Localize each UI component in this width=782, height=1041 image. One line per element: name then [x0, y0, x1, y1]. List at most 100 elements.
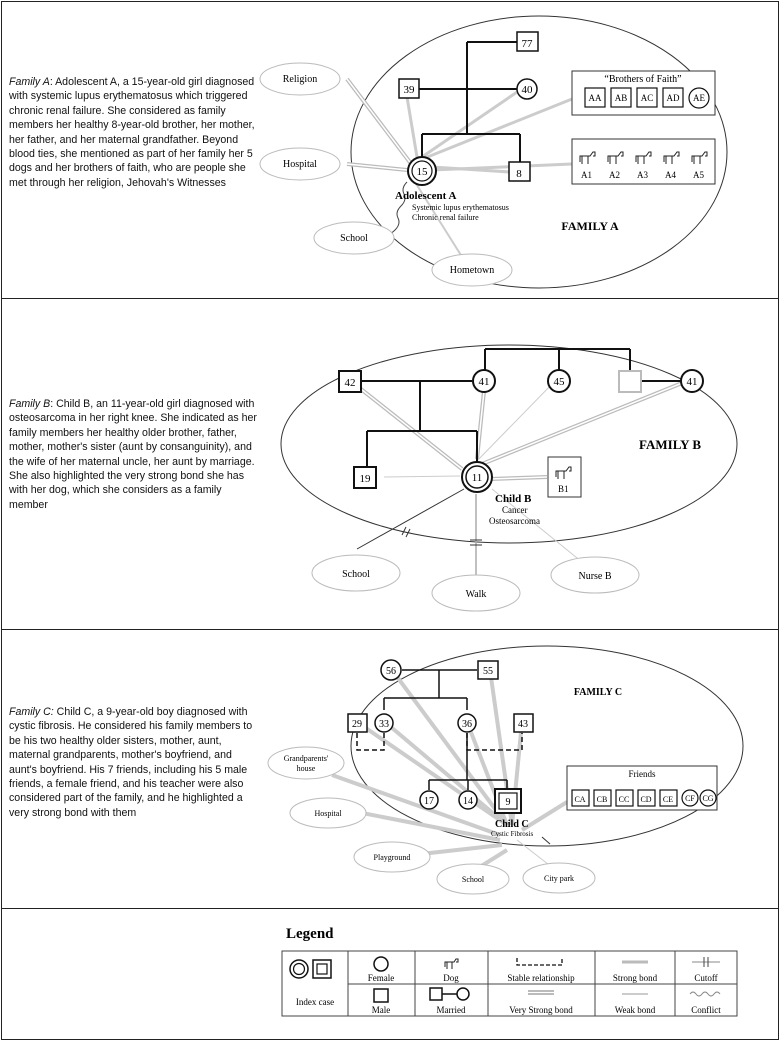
- legend-table: Legend Index case Female Male Dog Marrie…: [281, 926, 738, 1017]
- mother-symbol: [472, 369, 496, 393]
- place-city-park-label: City park: [544, 874, 574, 883]
- legend-very-strong: Very Strong bond: [509, 1005, 573, 1015]
- grandmother-age: 56: [386, 666, 396, 677]
- index-case-age: 11: [472, 472, 483, 484]
- aunt-age: 36: [462, 719, 472, 730]
- index-case-age: 9: [506, 797, 511, 808]
- place-playground: [353, 841, 431, 873]
- index-case-name: Child C: [495, 819, 529, 830]
- brother-of-faith-ad: AD: [667, 93, 680, 103]
- index-case-dx2: Chronic renal failure: [412, 213, 479, 222]
- friend-ca: CA: [574, 795, 585, 804]
- friend-cf: CF: [685, 794, 695, 803]
- family-c-panel: Family C: Child C, a 9-year-old boy diag…: [1, 629, 779, 909]
- family-b-title: FAMILY B: [639, 437, 701, 452]
- brother-of-faith-ae: AE: [693, 93, 705, 103]
- dog-a5: A5: [693, 170, 704, 180]
- family-b-ecomap: 42 41 45 41 19 11 Child B Cancer Osteosa…: [280, 344, 738, 612]
- place-walk: [431, 574, 521, 612]
- place-hometown: [431, 253, 513, 287]
- aunts-boyfriend-symbol: [513, 713, 534, 733]
- dog-icon: [579, 151, 708, 164]
- grandmother-symbol: [380, 659, 402, 681]
- index-case-dx1: Systemic lupus erythematosus: [412, 203, 509, 212]
- grandfather-symbol: [516, 31, 539, 52]
- aunt-symbol: [457, 713, 477, 733]
- aunt-symbol: [547, 369, 571, 393]
- legend-female: Female: [368, 973, 395, 983]
- family-a-text: : Adolescent A, a 15-year-old girl diagn…: [9, 76, 255, 189]
- place-religion: [259, 62, 341, 96]
- brother-age: 19: [360, 473, 372, 485]
- brother-age: 8: [516, 168, 522, 180]
- dog-icon: [555, 466, 572, 479]
- legend-married: Married: [437, 1005, 466, 1015]
- friend-cb: CB: [597, 795, 608, 804]
- place-grandparents-label: Grandparents': [284, 754, 329, 763]
- family-a-panel: Family A: Adolescent A, a 15-year-old gi…: [1, 1, 779, 299]
- family-b-description: Family B: Child B, an 11-year-old girl d…: [9, 397, 259, 512]
- place-school: [311, 554, 401, 592]
- friend-ce: CE: [663, 795, 673, 804]
- mothers-boyfriend-age: 29: [352, 719, 362, 730]
- brother-symbol: [353, 466, 377, 489]
- legend-stable: Stable relationship: [507, 973, 575, 983]
- legend-dog-icon: [444, 958, 459, 969]
- place-playground-label: Playground: [374, 853, 411, 862]
- aunts-boyfriend-age: 43: [518, 719, 528, 730]
- place-city-park: [522, 862, 596, 894]
- brother-of-faith-aa: AA: [589, 93, 602, 103]
- friend-cg: CG: [702, 794, 713, 803]
- place-school: [436, 863, 510, 895]
- mother-age: 41: [479, 376, 490, 388]
- sister2-age: 14: [463, 796, 473, 807]
- place-hometown-label: Hometown: [450, 265, 494, 276]
- dog-a2: A2: [609, 170, 620, 180]
- index-case-age: 15: [417, 166, 429, 178]
- mothers-boyfriend-symbol: [347, 713, 368, 733]
- brother-of-faith-ac: AC: [641, 93, 654, 103]
- legend-dog: Dog: [443, 973, 459, 983]
- dog-a4: A4: [665, 170, 676, 180]
- dog-box: [547, 456, 582, 498]
- legend-conflict: Conflict: [691, 1005, 721, 1015]
- legend-title: Legend: [286, 926, 334, 942]
- family-b-label: Family B: [9, 398, 51, 410]
- brother-of-faith-ab: AB: [615, 93, 628, 103]
- place-walk-label: Walk: [466, 589, 487, 600]
- place-grandparents-house: [267, 746, 345, 780]
- family-c-title: FAMILY C: [574, 687, 622, 698]
- aunt-age: 45: [554, 376, 566, 388]
- index-case-name: Adolescent A: [395, 190, 456, 202]
- legend-strong: Strong bond: [613, 973, 658, 983]
- family-c-ecomap: 56 55 29 33 36 43 17 14 9 Child C Cystic…: [267, 645, 744, 895]
- father-symbol: [398, 78, 420, 99]
- place-nurse: [550, 556, 640, 594]
- place-religion-label: Religion: [283, 74, 317, 85]
- dog-a3: A3: [637, 170, 648, 180]
- family-c-label: Family C:: [9, 706, 54, 718]
- place-school: [313, 221, 395, 255]
- index-case-dx1: Cancer: [502, 505, 527, 515]
- family-a-ecomap: 77 39 40 8 15 Adolescent A Systemic lupu…: [259, 15, 728, 289]
- place-school-label: School: [340, 233, 368, 244]
- family-a-title: FAMILY A: [561, 219, 619, 233]
- legend-index-case: Index case: [296, 997, 334, 1007]
- mother-symbol: [516, 78, 538, 100]
- mother-age: 33: [379, 719, 389, 730]
- sister1-symbol: [419, 790, 439, 810]
- place-nurse-label: Nurse B: [578, 571, 611, 582]
- place-hospital: [259, 147, 341, 181]
- index-case-dx2: Osteosarcoma: [489, 516, 540, 526]
- index-case-dx: Cystic Fibrosis: [491, 830, 533, 838]
- family-b-panel: Family B: Child B, an 11-year-old girl d…: [1, 298, 779, 630]
- aunt-by-marriage-age: 41: [687, 376, 698, 388]
- family-a-label: Family A: [9, 76, 50, 88]
- dog-b1: B1: [558, 484, 569, 494]
- father-age: 39: [404, 84, 416, 96]
- place-hospital: [289, 797, 367, 829]
- legend-weak: Weak bond: [615, 1005, 656, 1015]
- mother-symbol: [374, 713, 394, 733]
- place-hospital-label: Hospital: [314, 809, 342, 818]
- aunt-by-marriage-symbol: [680, 369, 704, 393]
